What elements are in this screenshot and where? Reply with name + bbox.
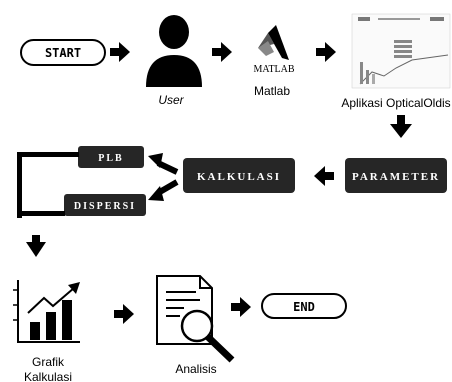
dispersi-label: DISPERSI xyxy=(74,201,136,212)
user-label: User xyxy=(158,93,184,107)
start-label: START xyxy=(45,46,81,60)
kalkulasi-node: KALKULASI xyxy=(183,158,295,193)
matlab-logo-text: MATLAB xyxy=(253,64,294,75)
plb-label: PLB xyxy=(98,153,123,164)
matlab-logo-icon: MATLAB xyxy=(253,25,295,75)
arrow-analisis-end xyxy=(231,297,251,317)
parameter-label: PARAMETER xyxy=(352,171,440,183)
user-icon xyxy=(146,15,202,87)
end-node: END xyxy=(261,293,347,319)
bar-chart-trend-icon xyxy=(13,280,80,343)
arrow-user-matlab xyxy=(212,42,232,62)
arrow-bracket-grafik xyxy=(26,235,46,257)
dispersi-node: DISPERSI xyxy=(64,194,146,216)
matlab-label: Matlab xyxy=(254,84,290,98)
bracket-connector xyxy=(17,152,79,218)
arrow-start-user xyxy=(110,42,130,62)
analisis-label: Analisis xyxy=(175,362,216,376)
arrow-parameter-kalkulasi xyxy=(314,166,334,186)
start-node: START xyxy=(20,39,106,66)
kalkulasi-label: KALKULASI xyxy=(197,171,281,183)
grafik-label-line2: Kalkulasi xyxy=(24,370,72,382)
arrow-app-parameter xyxy=(390,115,412,138)
document-magnifier-icon xyxy=(156,275,235,363)
end-label: END xyxy=(293,300,315,314)
arrow-matlab-app xyxy=(316,42,336,62)
arrow-kalkulasi-plb xyxy=(148,153,179,175)
plb-node: PLB xyxy=(78,146,144,168)
parameter-node: PARAMETER xyxy=(345,158,447,193)
arrow-kalkulasi-dispersi xyxy=(148,179,179,201)
app-screenshot-thumbnail xyxy=(351,13,451,89)
arrow-grafik-analisis xyxy=(114,304,134,324)
app-label: Aplikasi OpticalOldis xyxy=(341,96,450,110)
grafik-label-line1: Grafik xyxy=(32,355,65,369)
